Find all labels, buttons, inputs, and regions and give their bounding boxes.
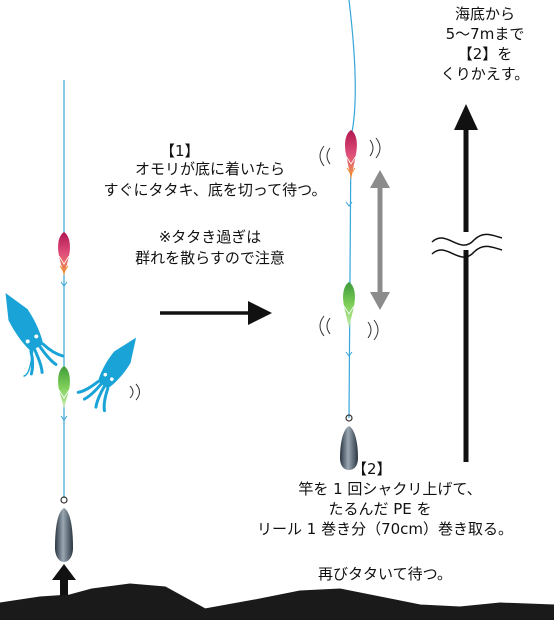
line-marker bbox=[345, 201, 353, 207]
big-up-arrow bbox=[431, 104, 503, 462]
up-arrow-small bbox=[52, 564, 76, 602]
fishing-line-curve bbox=[348, 0, 356, 133]
sinker-right bbox=[340, 426, 358, 470]
motion-lines bbox=[129, 383, 140, 401]
wait-again: 再びタタいて待つ。 bbox=[318, 565, 452, 583]
right-rig bbox=[319, 0, 390, 470]
squid-icon bbox=[76, 337, 137, 413]
note-line1: ※タタき過ぎは bbox=[158, 228, 262, 246]
note-line2: 群れを散らすので注意 bbox=[135, 249, 285, 267]
repeat-line1: 海底から bbox=[454, 5, 515, 23]
vibration-marks bbox=[319, 137, 381, 167]
jig-green-right bbox=[343, 282, 355, 328]
line-marker bbox=[60, 281, 68, 287]
gray-double-arrow bbox=[370, 170, 390, 310]
swivel-left bbox=[60, 496, 68, 504]
seabed bbox=[0, 585, 554, 620]
step2-line1: 竿を 1 回シャクリ上げて、 bbox=[298, 480, 482, 498]
repeat-line4: くりかえす。 bbox=[440, 65, 530, 83]
step1-line2: すぐにタタキ、底を切って待つ。 bbox=[103, 181, 327, 199]
step1-line1: オモリが底に着いたら bbox=[134, 160, 285, 178]
squid-icon bbox=[5, 293, 65, 377]
step2-title: 【2】 bbox=[352, 460, 392, 478]
jig-red-left bbox=[58, 232, 70, 276]
vibration-marks bbox=[319, 315, 379, 341]
line-marker bbox=[60, 415, 68, 421]
sinker-left bbox=[55, 508, 73, 562]
left-rig bbox=[52, 80, 76, 602]
repeat-line2: 5〜7mまで bbox=[445, 25, 525, 43]
swivel-right bbox=[345, 414, 353, 422]
step2-line3: リール 1 巻き分（70cm）巻き取る。 bbox=[256, 520, 514, 538]
step2-line2: たるんだ PE を bbox=[328, 500, 432, 518]
jig-red-right bbox=[345, 130, 357, 180]
repeat-line3: 【2】を bbox=[457, 45, 513, 63]
right-arrow bbox=[160, 301, 272, 325]
step1-title: 【1】 bbox=[160, 142, 200, 160]
fishing-line-right bbox=[348, 131, 352, 419]
jig-green-left bbox=[58, 366, 70, 408]
line-marker bbox=[345, 351, 353, 357]
